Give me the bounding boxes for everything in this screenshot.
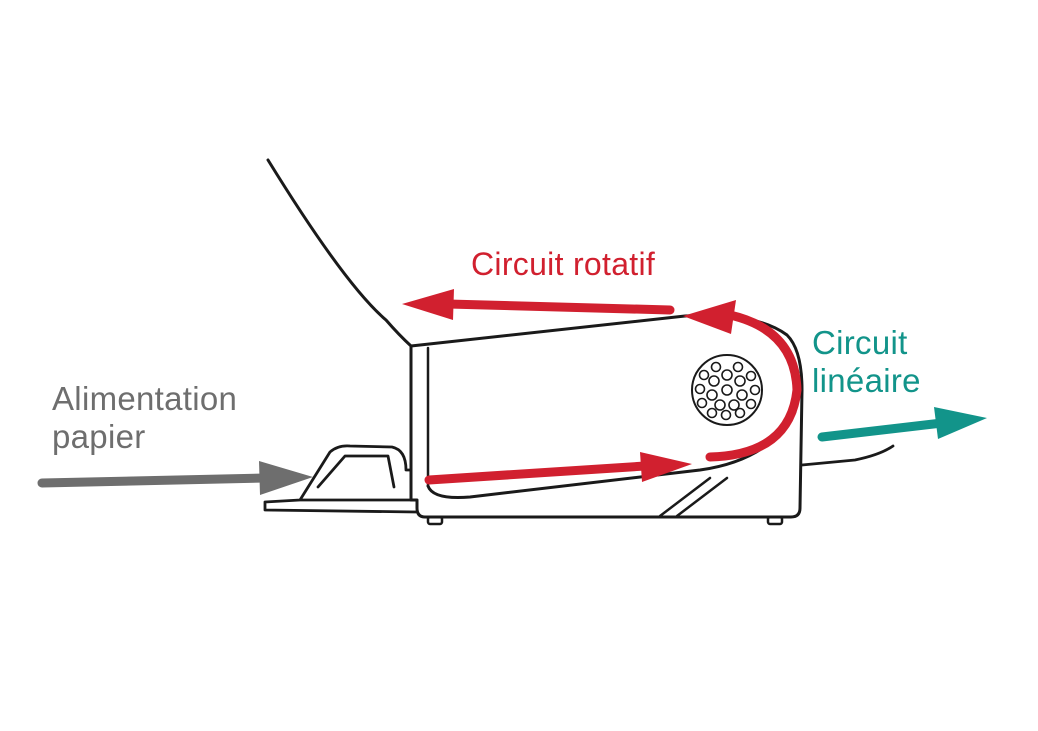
printer-foot-back xyxy=(766,515,784,526)
alimentation-papier-label: Alimentation papier xyxy=(52,380,237,456)
speaker-holes xyxy=(694,361,761,421)
printer-detail-lines xyxy=(658,476,729,518)
circuit-lineaire-line-1: Circuit xyxy=(812,324,908,361)
rotary-bottom-segment xyxy=(424,461,650,485)
linear-arrow-shaft xyxy=(817,418,947,442)
circuit-rotatif-label: Circuit rotatif xyxy=(471,246,656,282)
rotary-top-segment xyxy=(443,299,675,315)
rotary-curve-arrowhead xyxy=(683,300,736,334)
circuit-lineaire-line-2: linéaire xyxy=(812,362,921,399)
circuit-lineaire-label: Circuit linéaire xyxy=(812,324,921,400)
alimentation-papier-line-2: papier xyxy=(52,418,146,455)
rotary-circuit-path xyxy=(402,289,802,485)
paper-feed-arrowhead xyxy=(259,461,313,495)
alimentation-papier-line-1: Alimentation xyxy=(52,380,238,417)
linear-circuit-arrow xyxy=(817,407,987,442)
speaker-grille-outline xyxy=(691,354,763,426)
linear-arrowhead xyxy=(934,407,987,439)
rotary-top-arrowhead xyxy=(402,289,454,320)
printer-lid xyxy=(266,158,413,348)
printer-foot-front xyxy=(426,515,444,526)
paper-tray xyxy=(263,444,418,514)
paper-feed-arrow-shaft xyxy=(37,473,270,488)
rotary-curve-segment xyxy=(705,310,802,462)
rotary-bottom-arrowhead xyxy=(640,452,692,482)
output-paper-line xyxy=(800,444,895,467)
paper-feed-arrow xyxy=(37,461,313,495)
